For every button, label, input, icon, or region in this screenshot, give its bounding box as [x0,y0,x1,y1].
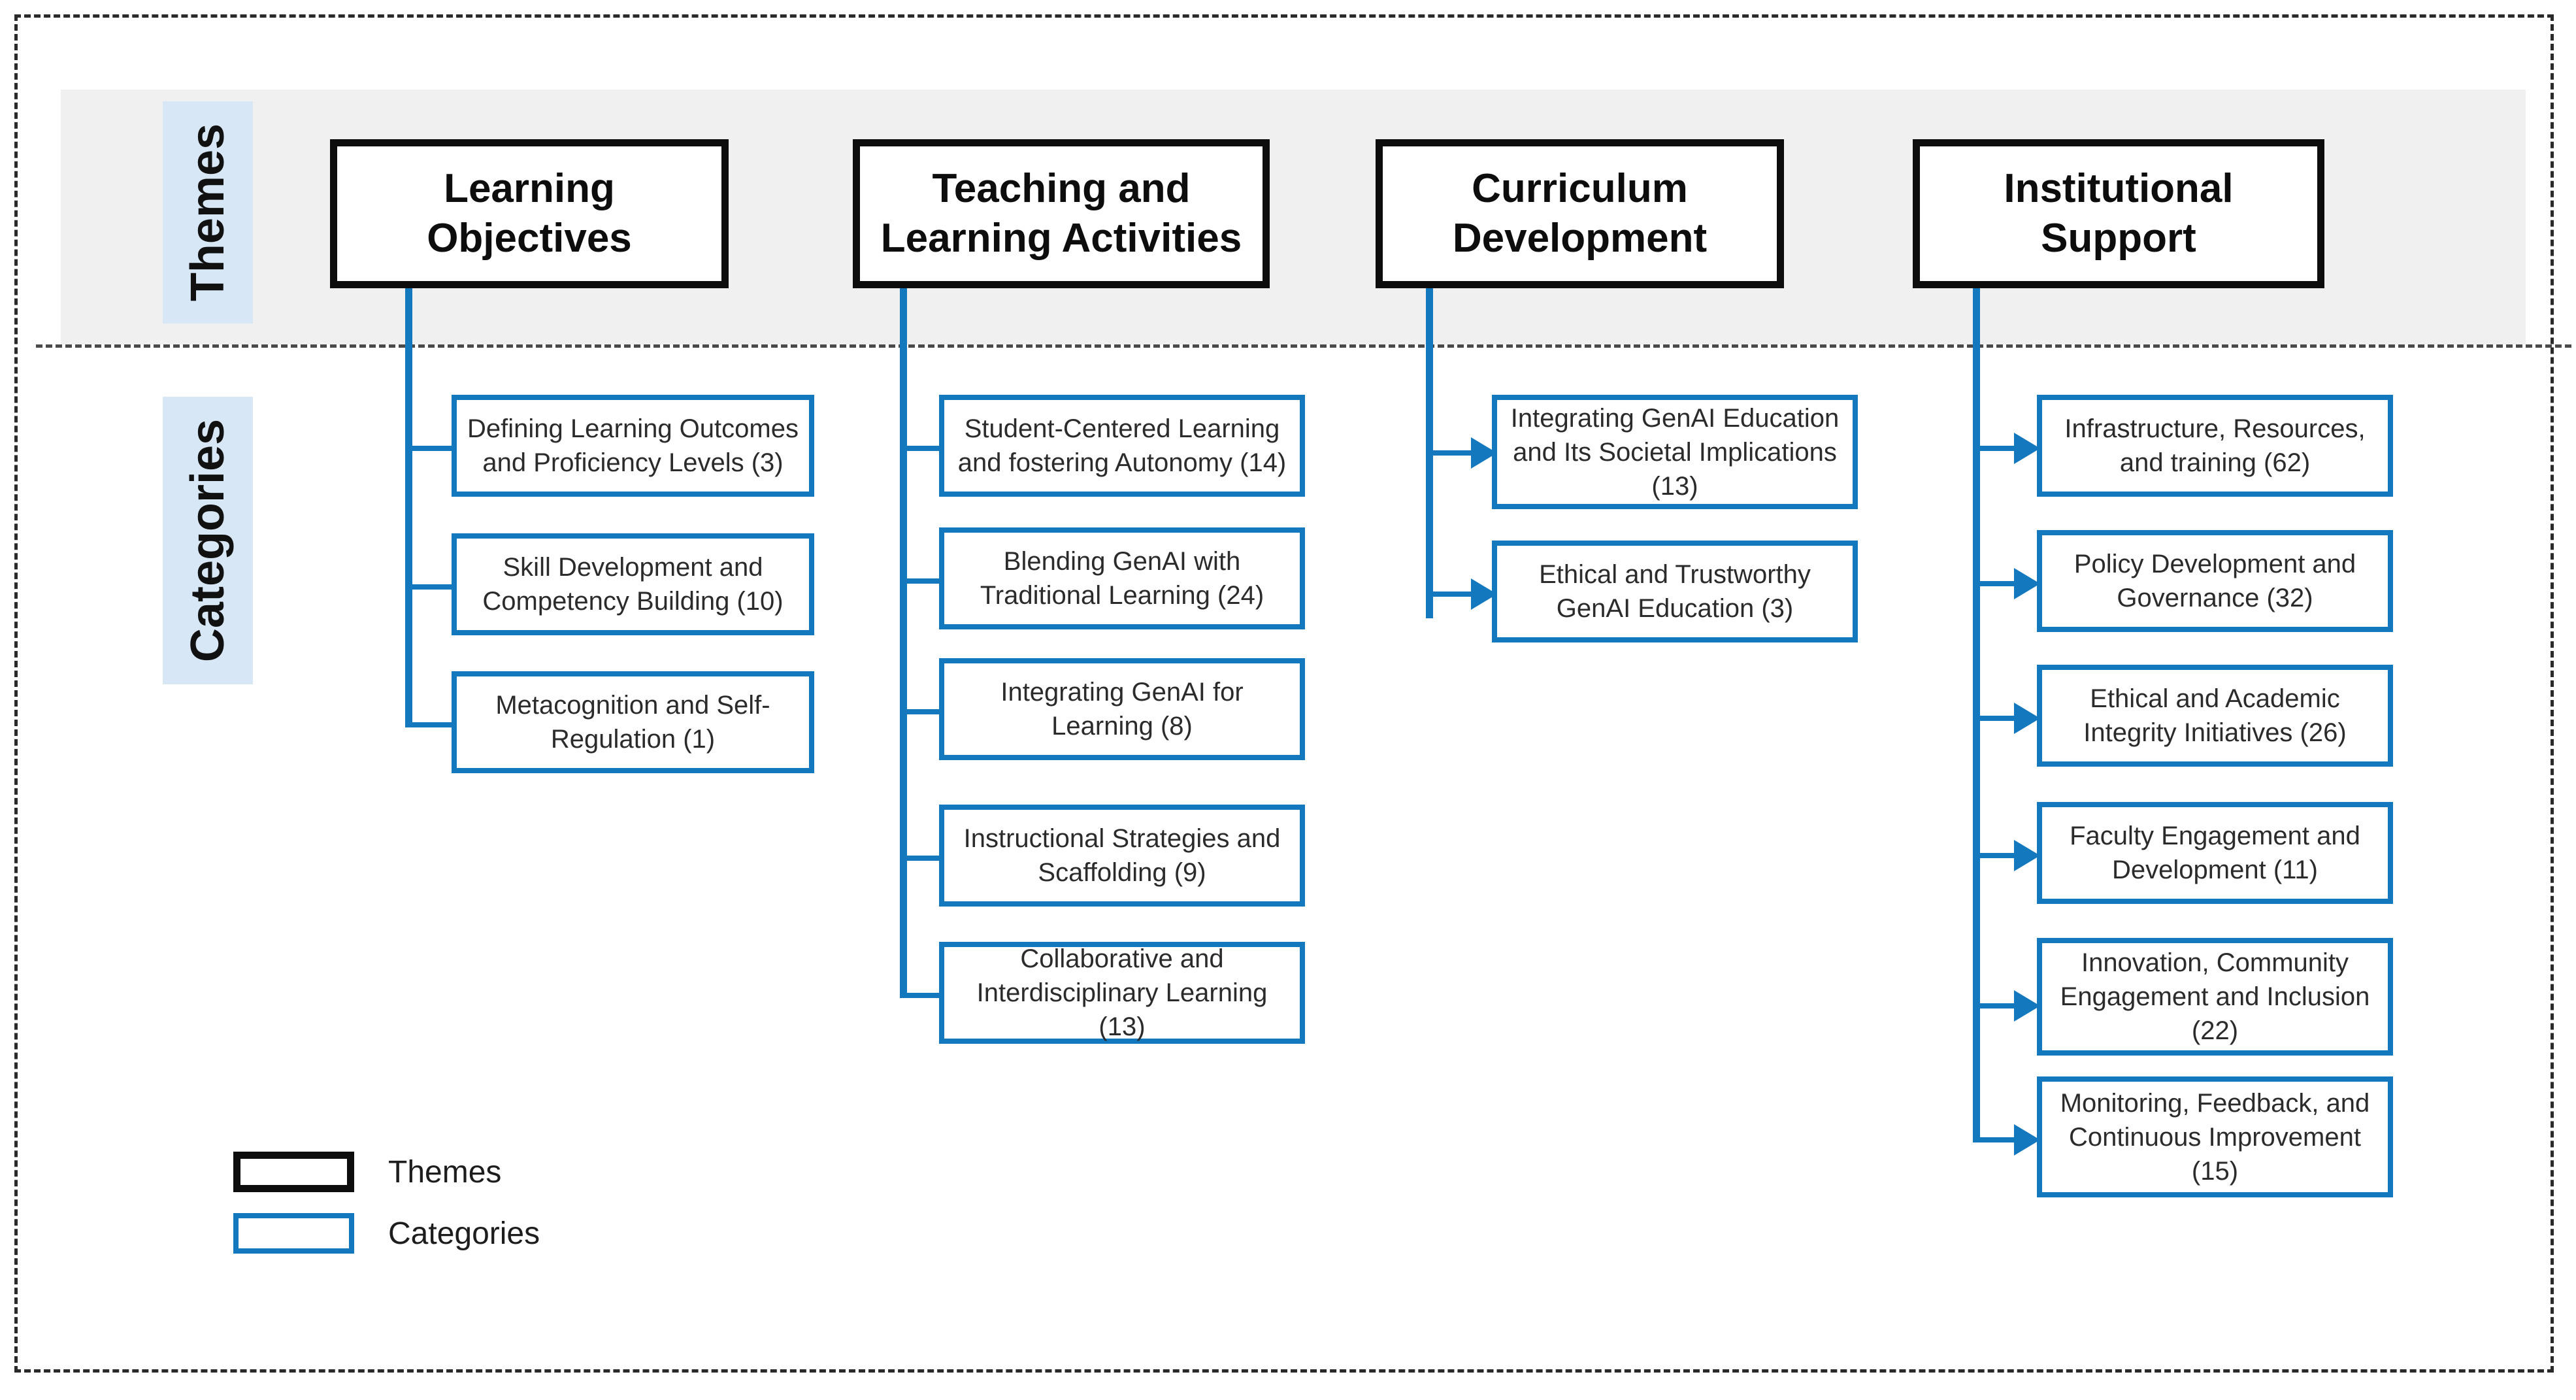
row-label-categories: Categories [163,397,253,684]
connector-branch-col3-2 [1433,592,1475,597]
category-label: Metacognition and Self-Regulation (1) [495,691,770,754]
connector-branch-col4-5 [1980,1003,2018,1008]
row-label-categories-text: Categories [182,418,235,663]
category-label: Blending GenAI with Traditional Learning… [980,547,1264,610]
legend-label-categories: Categories [388,1216,540,1251]
connector-branch-col2-2 [907,578,949,584]
theme-title-curriculum-development: Curriculum Development [1452,166,1708,261]
connector-branch-col4-2 [1980,581,2018,586]
connector-branch-col3-1 [1433,450,1475,456]
category-box-col3-1[interactable]: Integrating GenAI Education and Its Soci… [1492,395,1858,509]
legend-item-categories: Categories [233,1213,540,1254]
connector-branch-col2-4 [907,856,949,861]
category-label: Policy Development and Governance (32) [2073,550,2356,612]
theme-box-institutional-support[interactable]: Institutional Support [1913,139,2324,288]
category-label: Instructional Strategies and Scaffolding… [963,824,1281,887]
category-box-col4-3[interactable]: Ethical and Academic Integrity Initiativ… [2037,665,2393,767]
diagram-frame: Themes Categories Learning Objectives De… [14,14,2571,1373]
connector-trunk-col2 [900,288,907,998]
legend-item-themes: Themes [233,1152,540,1192]
theme-box-learning-objectives[interactable]: Learning Objectives [330,139,729,288]
connector-branch-col1-3 [412,722,463,727]
row-label-themes-text: Themes [182,123,235,302]
arrow-col4-4-icon [2014,840,2040,871]
row-separator [36,344,2571,348]
connector-branch-col4-4 [1980,853,2018,858]
category-label: Integrating GenAI Education and Its Soci… [1510,403,1840,501]
category-box-col4-4[interactable]: Faculty Engagement and Development (11) [2037,802,2393,904]
arrow-col4-6-icon [2014,1124,2040,1156]
connector-branch-col1-1 [412,446,463,451]
category-box-col2-3[interactable]: Integrating GenAI for Learning (8) [939,658,1305,760]
category-label: Infrastructure, Resources, and training … [2064,414,2366,477]
theme-box-teaching-learning-activities[interactable]: Teaching and Learning Activities [853,139,1270,288]
connector-branch-col2-3 [907,709,949,714]
category-box-col2-1[interactable]: Student-Centered Learning and fostering … [939,395,1305,497]
category-box-col1-3[interactable]: Metacognition and Self-Regulation (1) [452,671,814,773]
category-label: Innovation, Community Engagement and Inc… [2060,948,2370,1045]
connector-branch-col4-3 [1980,716,2018,721]
category-label: Student-Centered Learning and fostering … [957,414,1287,477]
category-box-col1-2[interactable]: Skill Development and Competency Buildin… [452,533,814,635]
category-box-col1-1[interactable]: Defining Learning Outcomes and Proficien… [452,395,814,497]
row-label-themes: Themes [163,101,253,324]
legend-swatch-themes-icon [233,1152,354,1192]
arrow-col4-1-icon [2014,433,2040,464]
connector-trunk-col1 [405,288,412,727]
category-label: Defining Learning Outcomes and Proficien… [467,414,799,477]
category-box-col3-2[interactable]: Ethical and Trustworthy GenAI Education … [1492,541,1858,642]
connector-trunk-col3 [1426,288,1433,618]
arrow-col4-2-icon [2014,568,2040,599]
category-box-col2-5[interactable]: Collaborative and Interdisciplinary Lear… [939,942,1305,1044]
category-box-col2-4[interactable]: Instructional Strategies and Scaffolding… [939,805,1305,907]
legend-swatch-categories-icon [233,1213,354,1254]
connector-branch-col2-5 [907,993,949,998]
legend-label-themes: Themes [388,1154,502,1190]
connector-branch-col1-2 [412,584,463,590]
arrow-col4-5-icon [2014,990,2040,1022]
category-label: Faculty Engagement and Development (11) [2070,822,2360,884]
theme-box-curriculum-development[interactable]: Curriculum Development [1376,139,1784,288]
category-box-col4-1[interactable]: Infrastructure, Resources, and training … [2037,395,2393,497]
theme-title-learning-objectives: Learning Objectives [427,166,632,261]
category-label: Monitoring, Feedback, and Continuous Imp… [2060,1088,2370,1186]
theme-title-institutional-support: Institutional Support [2004,166,2234,261]
category-label: Skill Development and Competency Buildin… [482,553,784,616]
category-box-col4-5[interactable]: Innovation, Community Engagement and Inc… [2037,938,2393,1056]
connector-trunk-col4 [1973,288,1980,1142]
category-label: Collaborative and Interdisciplinary Lear… [976,944,1268,1041]
category-box-col4-6[interactable]: Monitoring, Feedback, and Continuous Imp… [2037,1076,2393,1197]
legend: Themes Categories [233,1152,540,1275]
connector-branch-col2-1 [907,446,949,451]
category-box-col2-2[interactable]: Blending GenAI with Traditional Learning… [939,527,1305,629]
category-label: Ethical and Academic Integrity Initiativ… [2083,684,2347,747]
category-label: Integrating GenAI for Learning (8) [1000,678,1244,741]
connector-branch-col4-6 [1980,1137,2018,1142]
theme-title-teaching-learning-activities: Teaching and Learning Activities [880,166,1242,261]
arrow-col4-3-icon [2014,703,2040,734]
category-label: Ethical and Trustworthy GenAI Education … [1539,560,1811,623]
connector-branch-col4-1 [1980,446,2018,451]
category-box-col4-2[interactable]: Policy Development and Governance (32) [2037,530,2393,632]
